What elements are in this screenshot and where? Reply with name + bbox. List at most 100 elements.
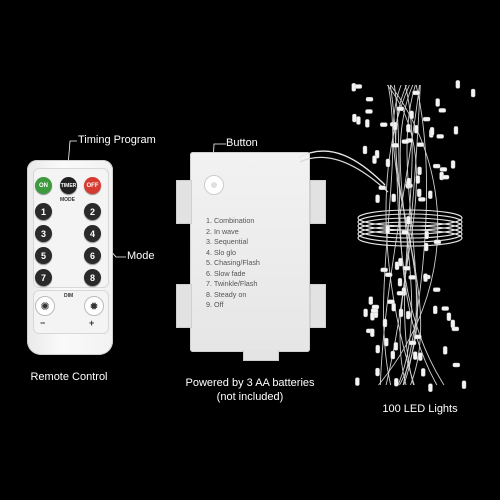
- led-bulb: [352, 113, 357, 123]
- mode-1-button[interactable]: 1: [35, 203, 52, 220]
- mode-item-2: 2. In wave: [206, 226, 239, 236]
- led-lights-caption: 100 LED Lights: [382, 403, 458, 415]
- led-light-strand: [351, 80, 476, 392]
- led-bulb: [391, 143, 399, 148]
- led-bulb: [387, 299, 395, 304]
- mode-item-9: 9. Off: [206, 300, 224, 309]
- led-bulb: [438, 108, 446, 113]
- led-bulb: [392, 122, 398, 131]
- strand-coil: [357, 225, 463, 243]
- led-bulb: [435, 98, 440, 107]
- wire-1: [297, 150, 386, 186]
- led-bulb: [371, 304, 380, 310]
- powered-caption-line1: Powered by 3 AA batteries: [185, 377, 315, 389]
- mode-item-1: 1. Combination: [206, 216, 255, 225]
- led-bulb: [394, 261, 400, 270]
- led-bulb: [406, 216, 411, 225]
- led-bulb: [453, 126, 459, 135]
- led-bulb: [393, 342, 399, 351]
- led-bulb: [414, 125, 419, 134]
- mode-2-button[interactable]: 2: [84, 203, 101, 220]
- timer-button[interactable]: TIMER: [60, 177, 77, 194]
- mode-6-button[interactable]: 6: [84, 247, 101, 264]
- mode-4-button[interactable]: 4: [84, 225, 101, 242]
- led-bulb: [409, 110, 414, 120]
- led-bulb: [446, 312, 452, 321]
- led-bulb: [375, 344, 380, 354]
- led-bulb: [420, 368, 426, 377]
- led-bulb: [406, 310, 411, 320]
- strand-wire: [389, 84, 445, 386]
- led-bulb: [370, 308, 379, 313]
- led-bulb: [417, 166, 422, 176]
- led-bulb: [415, 175, 421, 184]
- dim-up-button[interactable]: ✹: [84, 296, 104, 316]
- led-bulb: [414, 334, 422, 340]
- mode-item-5: 5. Chasing/Flash: [206, 258, 260, 267]
- led-bulb: [396, 106, 405, 111]
- dim-text: DIM: [64, 293, 74, 299]
- led-bulb: [470, 88, 476, 98]
- led-bulb: [391, 302, 396, 312]
- led-bulb: [418, 352, 423, 361]
- led-bulb: [413, 351, 418, 360]
- led-bulb: [375, 367, 380, 377]
- led-bulb: [423, 273, 428, 282]
- led-bulb: [365, 97, 374, 102]
- mode-list: 1. Combination 2. In wave 3. Sequential …: [206, 216, 260, 311]
- led-bulb: [451, 326, 460, 332]
- led-bulb: [390, 350, 396, 360]
- wire-2: [299, 156, 389, 193]
- mode-3-button[interactable]: 3: [35, 225, 52, 242]
- led-bulb: [351, 83, 356, 92]
- mode-5-button[interactable]: 5: [35, 247, 52, 264]
- timing-leader: [67, 140, 77, 167]
- mode-item-3: 3. Sequential: [206, 237, 248, 246]
- off-button[interactable]: OFF: [84, 177, 101, 194]
- mode-item-4: 4. Slo glo: [206, 247, 236, 257]
- led-bulb: [441, 306, 449, 311]
- led-bulb: [378, 185, 386, 190]
- led-bulb: [406, 124, 411, 133]
- mode-text: MODE: [60, 197, 75, 203]
- led-bulb: [384, 337, 389, 347]
- led-bulb: [380, 267, 388, 273]
- mode-label: Mode: [127, 250, 155, 262]
- led-bulb: [461, 380, 467, 389]
- led-bulb: [428, 383, 433, 392]
- led-bulb: [422, 116, 431, 122]
- power-button[interactable]: [204, 175, 224, 195]
- led-bulb: [385, 158, 391, 168]
- led-bulb: [356, 116, 361, 125]
- dim-down-icon: ✺: [40, 300, 50, 313]
- mode-item-8: 8. Steady on: [206, 289, 247, 299]
- remote-control-caption: Remote Control: [30, 371, 108, 383]
- led-bulb: [408, 340, 417, 346]
- led-bulb: [391, 193, 396, 203]
- led-bulb: [406, 177, 412, 187]
- strand-wire: [379, 84, 420, 386]
- remote-control: ON TIMER OFF MODE 1 2 3 4 5 6 7 8 DIM ✺ …: [27, 160, 113, 355]
- led-bulb: [384, 272, 393, 277]
- led-bulb: [385, 225, 390, 234]
- mode-8-button[interactable]: 8: [84, 269, 101, 286]
- box-tab-left-top: [176, 180, 192, 224]
- mode-7-button[interactable]: 7: [35, 269, 52, 286]
- box-tab-right-bottom: [310, 284, 326, 328]
- led-bulb: [401, 230, 409, 235]
- led-bulb: [355, 377, 360, 386]
- strand-wire: [386, 84, 417, 386]
- led-bulb: [412, 90, 420, 96]
- strand-wire: [393, 84, 438, 386]
- led-bulb: [423, 242, 429, 252]
- led-bulb: [401, 139, 410, 144]
- on-button[interactable]: ON: [35, 177, 52, 194]
- dim-down-button[interactable]: ✺: [35, 296, 55, 316]
- led-bulb: [441, 174, 450, 180]
- led-bulb: [416, 142, 425, 147]
- led-bulb: [375, 194, 380, 203]
- box-tab-left-bottom: [176, 284, 192, 328]
- plus-text: +: [89, 318, 95, 328]
- led-bulb: [450, 160, 456, 169]
